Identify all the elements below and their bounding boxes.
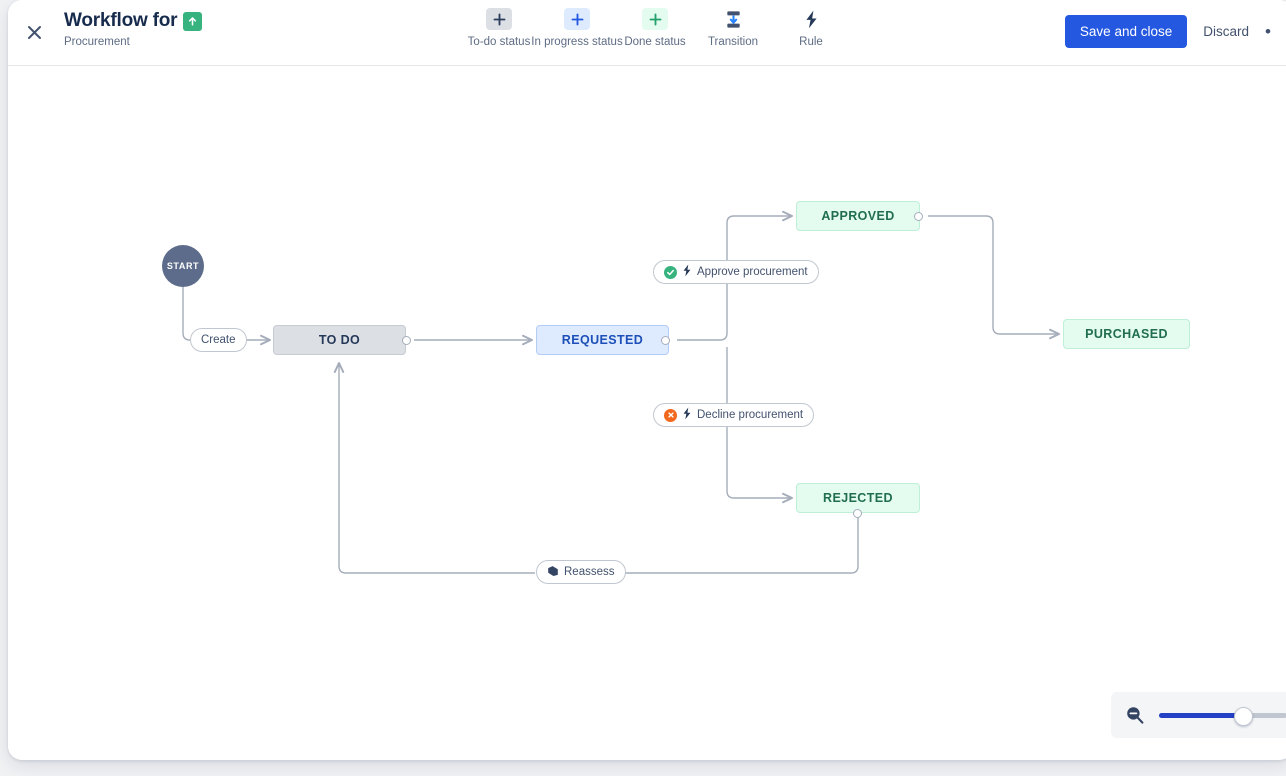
more-options-icon[interactable]: • xyxy=(1265,21,1271,41)
toolbar-item-rule[interactable]: Rule xyxy=(772,8,850,48)
plus-icon xyxy=(642,8,668,30)
edge-reassess-to-todo xyxy=(333,362,535,574)
project-subtitle: Procurement xyxy=(64,36,130,48)
transition-label-create[interactable]: Create xyxy=(190,328,247,352)
header-actions: Save and close Discard • xyxy=(1064,15,1283,48)
transition-label-approve-procurement[interactable]: Approve procurement xyxy=(653,260,819,284)
status-node-approved[interactable]: APPROVED xyxy=(796,201,920,231)
transition-icon xyxy=(720,8,746,30)
plus-icon xyxy=(564,8,590,30)
toolbar-label: Rule xyxy=(799,36,823,48)
check-circle-icon xyxy=(664,265,677,279)
discard-button[interactable]: Discard xyxy=(1191,15,1261,48)
toolbar-item-done-status[interactable]: Done status xyxy=(616,8,694,48)
toolbar-item-todo-status[interactable]: To-do status xyxy=(460,8,538,48)
zoom-control xyxy=(1111,692,1286,738)
lightning-bolt-icon xyxy=(682,264,692,280)
transition-name: Approve procurement xyxy=(697,266,808,278)
transition-name: Create xyxy=(201,334,236,346)
transition-name: Decline procurement xyxy=(697,409,804,421)
port-approved-right[interactable] xyxy=(914,212,923,221)
toolbar-label: In progress status xyxy=(531,36,623,48)
save-and-close-button[interactable]: Save and close xyxy=(1064,15,1188,48)
status-node-requested[interactable]: REQUESTED xyxy=(536,325,669,355)
page-title: Workflow for xyxy=(64,10,178,31)
port-todo-right[interactable] xyxy=(402,336,411,345)
toolbar-label: Done status xyxy=(624,36,686,48)
editor-toolbar: To-do status In progress status xyxy=(460,8,850,48)
close-icon[interactable] xyxy=(18,16,50,48)
workflow-canvas[interactable]: START TO DO REQUESTED APPROVED REJECTED … xyxy=(8,66,1286,760)
lightning-bolt-icon xyxy=(798,8,824,30)
zoom-slider[interactable] xyxy=(1159,706,1286,726)
zoom-slider-fill xyxy=(1159,712,1243,718)
magnifier-minus-icon[interactable] xyxy=(1125,705,1145,725)
status-node-purchased[interactable]: PURCHASED xyxy=(1063,319,1190,349)
toolbar-label: To-do status xyxy=(467,36,531,48)
port-rejected-bottom[interactable] xyxy=(853,509,862,518)
arrow-up-icon xyxy=(183,12,203,31)
edge-rejected-to-reassess xyxy=(623,517,859,574)
editor-card: Workflow for Procurement xyxy=(8,0,1286,760)
start-node[interactable]: START xyxy=(162,245,204,287)
condition-tag-icon xyxy=(547,565,559,580)
workflow-edges xyxy=(182,210,1060,574)
edge-requested-to-rejected xyxy=(726,347,793,504)
toolbar-label: Transition xyxy=(707,36,759,48)
zoom-slider-thumb[interactable] xyxy=(1233,706,1253,726)
cross-circle-icon xyxy=(664,408,677,422)
toolbar-item-in-progress-status[interactable]: In progress status xyxy=(531,8,623,48)
editor-header: Workflow for Procurement xyxy=(8,0,1286,66)
transition-label-decline-procurement[interactable]: Decline procurement xyxy=(653,403,815,427)
transition-name: Reassess xyxy=(564,566,615,578)
edge-approved-to-purchased xyxy=(928,215,1060,340)
status-node-todo[interactable]: TO DO xyxy=(273,325,406,355)
plus-icon xyxy=(486,8,512,30)
lightning-bolt-icon xyxy=(682,407,692,423)
status-node-rejected[interactable]: REJECTED xyxy=(796,483,920,513)
port-requested-right[interactable] xyxy=(661,336,670,345)
transition-label-reassess[interactable]: Reassess xyxy=(536,560,626,584)
edge-start-to-create xyxy=(182,287,191,341)
toolbar-item-transition[interactable]: Transition xyxy=(694,8,772,48)
title-block: Workflow for Procurement xyxy=(64,9,203,49)
